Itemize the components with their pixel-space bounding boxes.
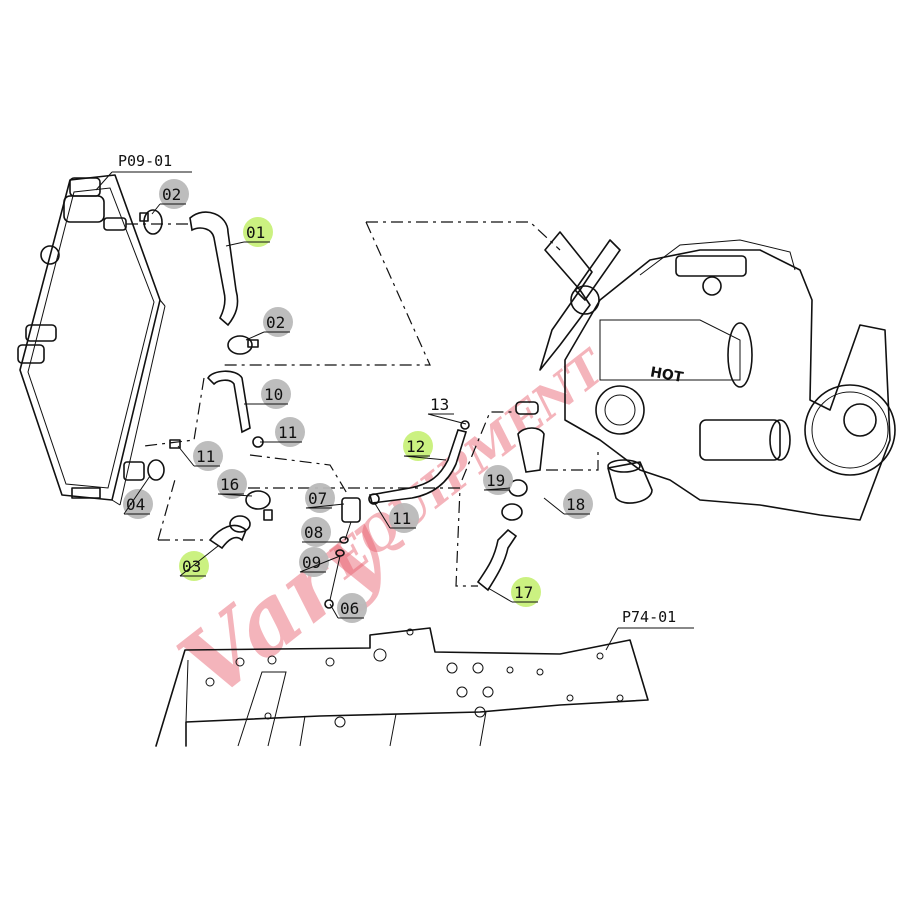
callout-11: 11 — [260, 417, 305, 447]
reference-radiator-text: P09-01 — [118, 152, 172, 170]
callout-13: 13 — [427, 395, 467, 425]
clamp-04 — [147, 459, 165, 481]
callout-number: 11 — [278, 423, 297, 442]
callout-number: 02 — [162, 185, 181, 204]
callout-highlight — [389, 503, 419, 533]
callout-leader — [299, 555, 341, 573]
callout-12: 12 — [403, 431, 447, 461]
callout-number: 08 — [304, 523, 323, 542]
callout-number: 04 — [126, 495, 145, 514]
callout-leader — [403, 455, 447, 461]
callout-leader — [373, 501, 391, 529]
callout-number: 11 — [392, 509, 411, 528]
svg-text:EQUIPMENT: EQUIPMENT — [317, 338, 618, 589]
callout-number: 11 — [196, 447, 215, 466]
reference-frame: P74-01 — [605, 608, 694, 651]
callout-highlight — [243, 217, 273, 247]
callout-number: 07 — [308, 489, 327, 508]
engine: HOT — [539, 231, 896, 521]
callout-highlight — [337, 593, 367, 623]
callout-leader — [483, 487, 511, 491]
callout-09: 09 — [299, 547, 341, 577]
callout-number: 18 — [566, 495, 585, 514]
callout-number: 16 — [220, 475, 239, 494]
callout-11: 11 — [177, 441, 223, 471]
callout-02: 02 — [245, 307, 293, 341]
callout-highlight — [261, 379, 291, 409]
callout-03: 03 — [179, 545, 219, 581]
hose-18 — [515, 401, 545, 473]
callout-highlight — [511, 577, 541, 607]
reference-radiator: P09-01 — [95, 152, 192, 191]
hose-03 — [208, 515, 251, 550]
callout-07: 07 — [305, 483, 345, 513]
frame — [155, 627, 649, 747]
callout-leader — [329, 603, 339, 619]
hose-10 — [207, 370, 264, 448]
callout-02: 02 — [151, 179, 189, 215]
hose-17 — [476, 479, 528, 592]
radiator — [17, 174, 166, 506]
callout-leader — [245, 331, 265, 341]
callout-01: 01 — [225, 217, 273, 247]
callout-leader — [225, 241, 245, 247]
clamp-02-lower — [227, 335, 259, 355]
reference-frame-text: P74-01 — [622, 608, 676, 626]
callout-leader — [123, 475, 151, 515]
callout-leader — [305, 503, 345, 509]
callout-leader — [177, 445, 195, 467]
callout-number: 13 — [430, 395, 449, 414]
callout-leader — [179, 545, 219, 577]
clamp-16 — [245, 490, 273, 521]
callouts: 01 02 02 03 04 06 07 08 09 10 11 11 11 12 13 16 17 18 19 — [123, 179, 593, 623]
callout-leader — [217, 493, 253, 497]
callout-highlight — [159, 179, 189, 209]
callout-leader — [427, 413, 467, 425]
callout-highlight — [563, 489, 593, 519]
callout-leader — [151, 203, 161, 215]
callout-highlight — [403, 431, 433, 461]
callout-04: 04 — [123, 475, 153, 519]
callout-number: 10 — [264, 385, 283, 404]
callout-leader — [543, 497, 565, 515]
callout-number: 19 — [486, 471, 505, 490]
callout-11: 11 — [373, 501, 419, 533]
callout-highlight — [301, 517, 331, 547]
routing-lines — [126, 221, 599, 587]
callout-leader — [487, 587, 513, 603]
callout-number: 12 — [406, 437, 425, 456]
valve-07 — [324, 497, 361, 609]
callout-highlight — [275, 417, 305, 447]
callout-06: 06 — [329, 593, 367, 623]
callout-17: 17 — [487, 577, 541, 607]
fitting-11-left — [169, 439, 181, 449]
callout-16: 16 — [217, 469, 253, 499]
callout-number: 01 — [246, 223, 265, 242]
callout-highlight — [193, 441, 223, 471]
callout-number: 17 — [514, 583, 533, 602]
engine-hot-label: HOT — [649, 364, 685, 386]
clamp-02-upper — [139, 209, 163, 235]
callout-highlight — [483, 465, 513, 495]
callout-18: 18 — [543, 489, 593, 519]
callout-number: 02 — [266, 313, 285, 332]
callout-19: 19 — [483, 465, 513, 495]
callout-highlight — [217, 469, 247, 499]
callout-10: 10 — [244, 379, 291, 409]
callout-highlight — [123, 489, 153, 519]
upper-hose-01 — [189, 211, 239, 327]
callout-number: 06 — [340, 599, 359, 618]
callout-highlight — [263, 307, 293, 337]
callout-number: 09 — [302, 553, 321, 572]
callout-08: 08 — [301, 517, 342, 547]
